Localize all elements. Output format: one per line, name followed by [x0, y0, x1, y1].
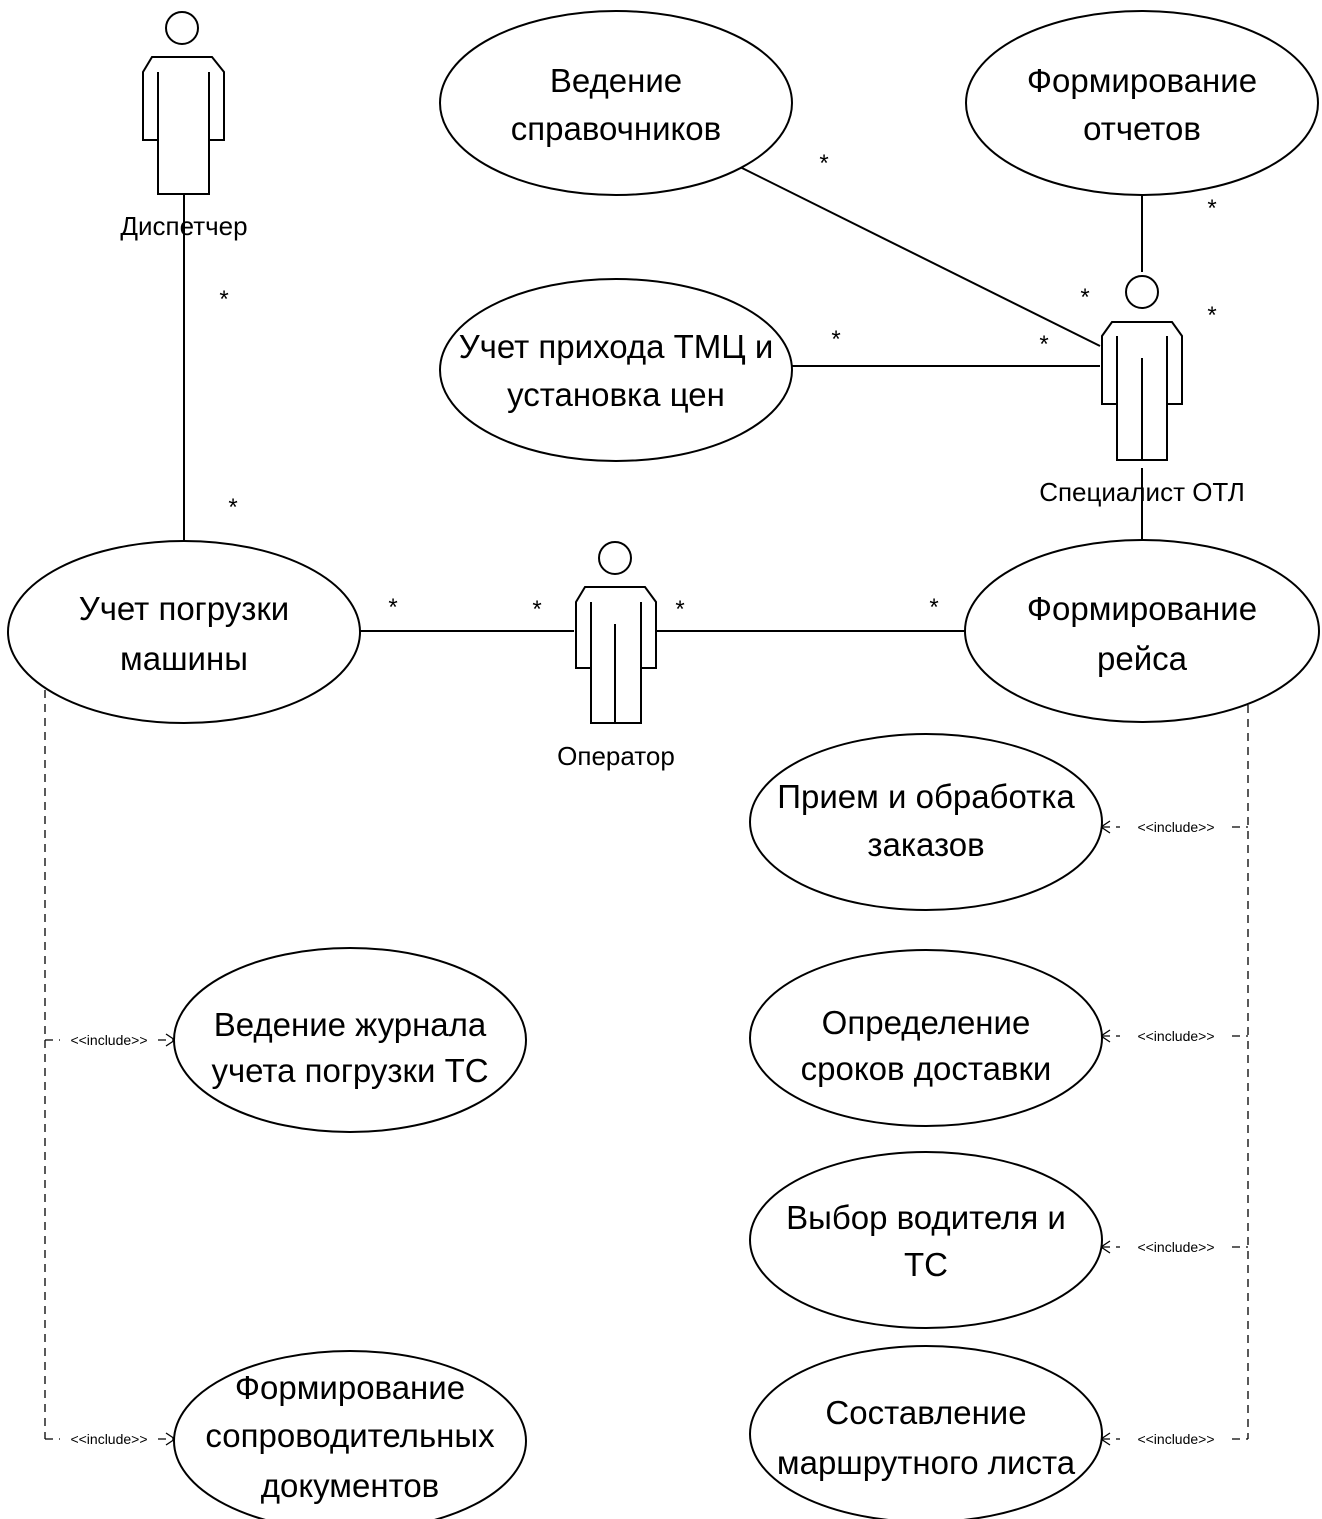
use-case-label: сопроводительных — [205, 1417, 495, 1454]
use-case-delivery-terms[interactable]: Определение сроков доставки — [749, 949, 1103, 1127]
multiplicity-marker: * — [388, 594, 397, 621]
multiplicity-marker: * — [1039, 331, 1048, 358]
multiplicity-marker: * — [1207, 195, 1216, 222]
use-case-label: Формирование — [1027, 590, 1257, 627]
actor-label-operator: Оператор — [557, 741, 675, 771]
multiplicities: * * * * * * * * * * * * — [219, 150, 1216, 623]
multiplicity-marker: * — [1080, 284, 1089, 311]
use-case-label: Ведение журнала — [214, 1006, 487, 1043]
use-case-label: маршрутного листа — [777, 1444, 1076, 1481]
multiplicity-marker: * — [831, 326, 840, 353]
use-case-label: Составление — [825, 1394, 1026, 1431]
include-label-orders: <<include>> — [1137, 819, 1214, 835]
use-case-label: Учет погрузки — [79, 590, 289, 627]
actor-dispatcher[interactable]: Диспетчер — [120, 11, 248, 241]
include-label-terms: <<include>> — [1137, 1028, 1214, 1044]
actor-specialist[interactable]: Специалист ОТЛ — [1039, 275, 1245, 507]
use-case-label: рейса — [1097, 640, 1188, 677]
use-case-ellipse — [964, 539, 1320, 723]
use-case-label: справочников — [511, 110, 721, 147]
use-case-label: заказов — [867, 826, 984, 863]
include-label-journal: <<include>> — [70, 1032, 147, 1048]
use-case-ellipse — [749, 1151, 1103, 1329]
use-case-label: сроков доставки — [801, 1050, 1052, 1087]
actor-operator[interactable]: Оператор — [557, 541, 675, 771]
use-case-label: машины — [120, 640, 248, 677]
use-case-reports[interactable]: Формирование отчетов — [965, 10, 1319, 196]
use-case-ellipse — [173, 1350, 527, 1519]
use-case-label: Учет прихода ТМЦ и — [459, 328, 774, 365]
use-case-loading-journal[interactable]: Ведение журнала учета погрузки ТС — [173, 947, 527, 1133]
use-case-label: учета погрузки ТС — [211, 1052, 488, 1089]
multiplicity-marker: * — [675, 596, 684, 623]
use-case-ellipse — [173, 947, 527, 1133]
actor-head — [598, 541, 632, 575]
use-case-label: Выбор водителя и — [786, 1199, 1066, 1236]
use-case-ellipse — [439, 10, 793, 196]
use-case-label: Ведение — [550, 62, 682, 99]
use-case-goods-receipt[interactable]: Учет прихода ТМЦ и установка цен — [439, 278, 793, 462]
use-case-ellipse — [749, 1345, 1103, 1519]
use-case-route-sheet[interactable]: Составление маршрутного листа — [749, 1345, 1103, 1519]
multiplicity-marker: * — [929, 594, 938, 621]
actor-label-dispatcher: Диспетчер — [120, 211, 247, 241]
use-case-driver-selection[interactable]: Выбор водителя и ТС — [749, 1151, 1103, 1329]
use-case-label: документов — [261, 1467, 439, 1504]
actor-body — [142, 56, 225, 195]
multiplicity-marker: * — [819, 150, 828, 177]
use-case-label: отчетов — [1083, 110, 1201, 147]
actor-head — [165, 11, 199, 45]
actor-label-specialist: Специалист ОТЛ — [1039, 477, 1245, 507]
use-case-label: Прием и обработка — [777, 778, 1075, 815]
use-case-ellipse — [749, 949, 1103, 1127]
use-case-reference-books[interactable]: Ведение справочников — [439, 10, 793, 196]
use-case-label: Формирование — [1027, 62, 1257, 99]
include-labels: <<include>> <<include>> <<include>> <<in… — [70, 819, 1214, 1447]
actor-head — [1125, 275, 1159, 309]
use-case-vehicle-loading[interactable]: Учет погрузки машины — [7, 540, 361, 724]
include-label-driver: <<include>> — [1137, 1239, 1214, 1255]
include-label-docs: <<include>> — [70, 1431, 147, 1447]
use-case-ellipse — [439, 278, 793, 462]
use-case-trip-forming[interactable]: Формирование рейса — [964, 539, 1320, 723]
use-case-label: Определение — [822, 1004, 1031, 1041]
multiplicity-marker: * — [1207, 302, 1216, 329]
multiplicity-marker: * — [228, 494, 237, 521]
use-case-label: установка цен — [507, 376, 725, 413]
use-case-ellipse — [965, 10, 1319, 196]
associations — [183, 165, 1143, 632]
use-case-label: Формирование — [235, 1369, 465, 1406]
multiplicity-marker: * — [532, 596, 541, 623]
use-case-documents[interactable]: Формирование сопроводительных документов — [173, 1350, 527, 1519]
use-case-ellipse — [749, 733, 1103, 911]
assoc-specialist-references — [737, 165, 1101, 347]
include-label-route: <<include>> — [1137, 1431, 1214, 1447]
use-case-orders[interactable]: Прием и обработка заказов — [749, 733, 1103, 911]
multiplicity-marker: * — [219, 286, 228, 313]
use-case-ellipse — [7, 540, 361, 724]
use-case-label: ТС — [904, 1246, 948, 1283]
